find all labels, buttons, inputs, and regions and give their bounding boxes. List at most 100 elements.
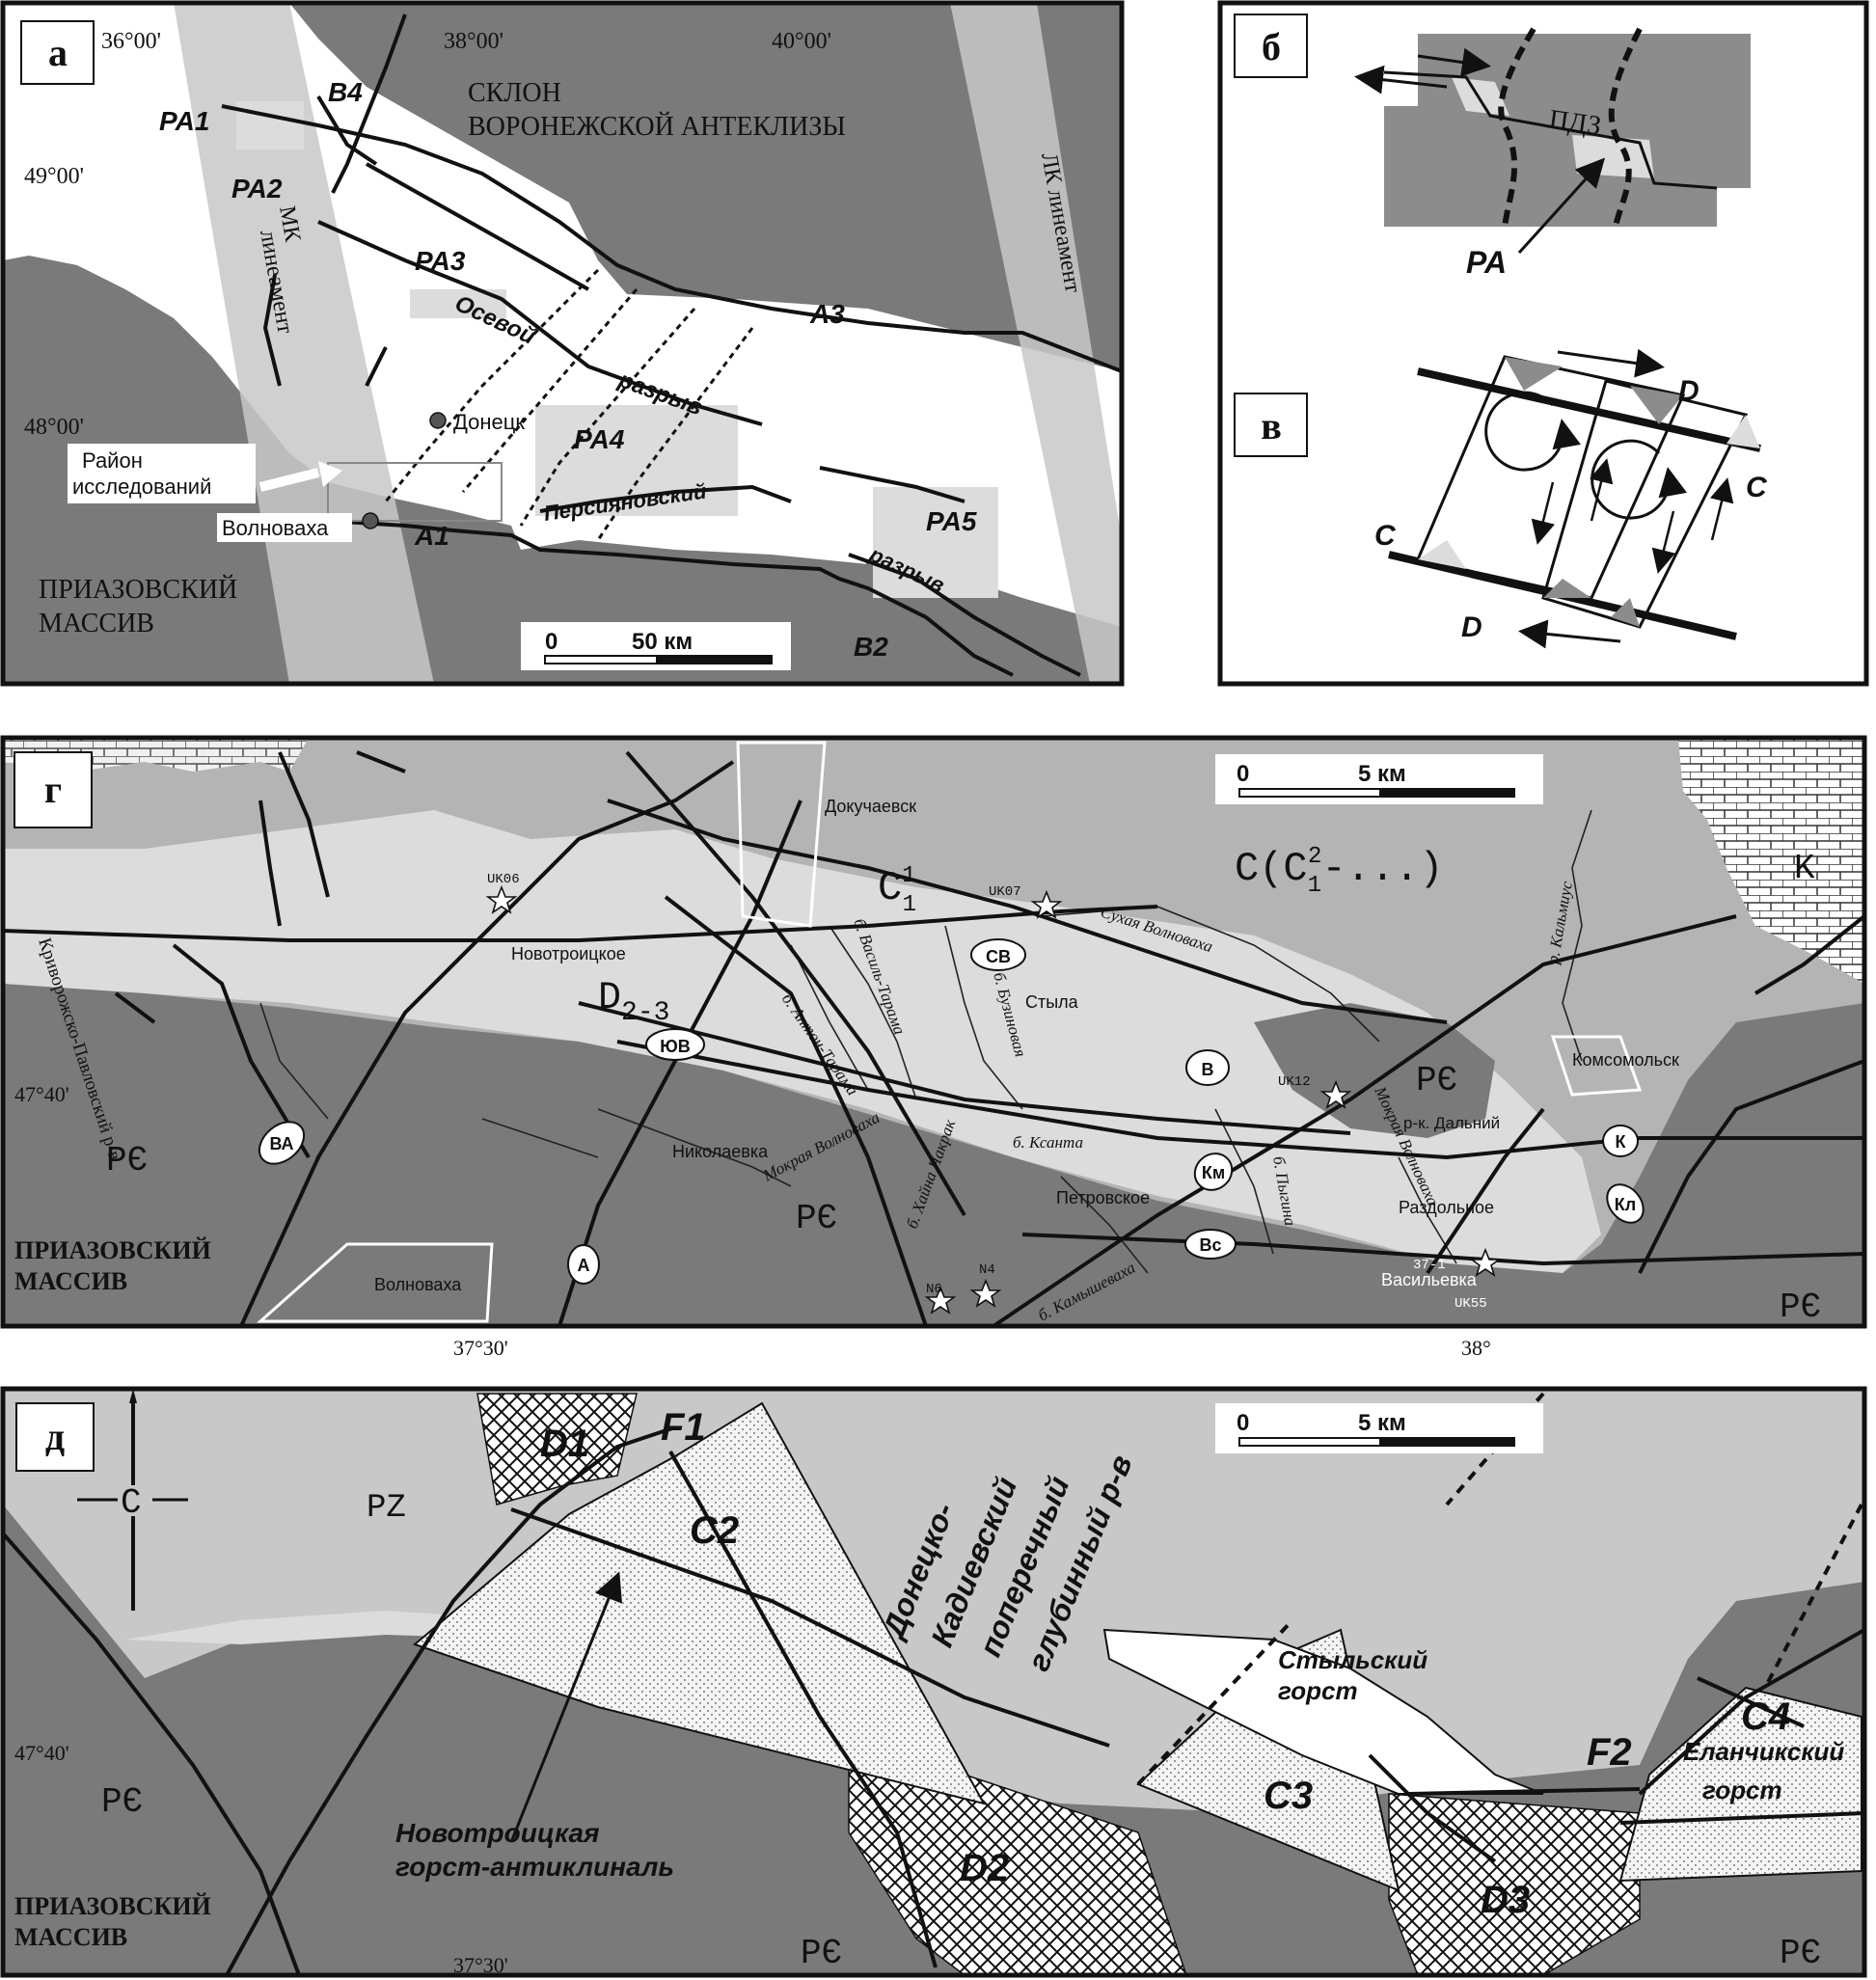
c2-block bbox=[413, 1401, 986, 1805]
a1-label: A1 bbox=[414, 521, 449, 551]
lat-48-label: 48°00' bbox=[24, 415, 84, 440]
pa5-label: PA5 bbox=[926, 506, 977, 536]
fault-a: А bbox=[578, 1256, 590, 1275]
scale-a-label: 50 км bbox=[632, 629, 693, 655]
donetsk-marker bbox=[429, 412, 447, 429]
panel-g-faults bbox=[2, 750, 1866, 1328]
scale-g-label: 5 км bbox=[1358, 761, 1406, 787]
well-markers bbox=[485, 884, 1502, 1315]
komsomolsk-outline bbox=[1550, 1035, 1643, 1097]
pdz-dashed-line-2 bbox=[1608, 27, 1643, 228]
town-styla: Стыла bbox=[1025, 992, 1079, 1012]
volnovakha-g-outline bbox=[257, 1242, 494, 1323]
study-area-label-2: исследований bbox=[72, 475, 211, 499]
fault-km: Км bbox=[1202, 1163, 1225, 1182]
priazov-g-label-2: МАССИВ bbox=[14, 1267, 127, 1295]
d-label-top: D bbox=[1678, 375, 1699, 407]
strat-pe-g-2: PЄ bbox=[796, 1199, 837, 1238]
elanchik-label-2: горст bbox=[1702, 1776, 1782, 1804]
pa5-zone bbox=[873, 487, 998, 598]
north-label: C bbox=[121, 1483, 142, 1523]
town-nikolaevka: Николаевка bbox=[672, 1142, 769, 1161]
block-c3-label: C3 bbox=[1264, 1775, 1313, 1817]
panel-b-letter: б bbox=[1262, 25, 1281, 68]
fault-kl: Кл bbox=[1615, 1195, 1636, 1214]
priazov-a-label-1: ПРИАЗОВСКИЙ bbox=[39, 575, 237, 605]
pa2-label: PA2 bbox=[231, 174, 283, 203]
rotation-arrow-1 bbox=[1484, 391, 1582, 472]
panel-d-letter: д bbox=[45, 1415, 65, 1458]
fault-sv: СВ bbox=[986, 947, 1011, 966]
well-uk06: UK06 bbox=[487, 872, 520, 887]
c4-block bbox=[1618, 1686, 1862, 1883]
block-d1-label: D1 bbox=[540, 1423, 589, 1465]
town-vasilevka: Васильевка bbox=[1381, 1270, 1478, 1289]
strat-pe-g-1: PЄ bbox=[106, 1141, 148, 1180]
lat-g-label: 47°40' bbox=[14, 1082, 69, 1106]
strat-pe-g-4: PЄ bbox=[1780, 1288, 1821, 1327]
strat-pe-d-3: PЄ bbox=[1780, 1934, 1821, 1973]
panel-g-frame bbox=[0, 735, 1867, 1329]
study-area-label-1: Район bbox=[82, 448, 143, 473]
a1-fault bbox=[259, 514, 1014, 677]
pa1-label: PA1 bbox=[159, 106, 209, 136]
town-razdolnoe: Раздольное bbox=[1399, 1198, 1494, 1217]
panel-b-v-frame bbox=[1217, 0, 1869, 687]
lat-49-label: 49°00' bbox=[24, 164, 84, 189]
block-c4-label: C4 bbox=[1741, 1695, 1790, 1738]
b2-label: B2 bbox=[854, 632, 888, 662]
river-ksanta: б. Ксанта bbox=[1013, 1133, 1083, 1152]
a3-label: A3 bbox=[809, 299, 845, 329]
pe-zone bbox=[3, 984, 1864, 1326]
lk-lineament-band bbox=[950, 3, 1122, 684]
pa-diagram-label: PA bbox=[1466, 245, 1507, 280]
pe-inlier bbox=[1254, 1003, 1495, 1138]
strat-d23: D2-3 bbox=[598, 977, 669, 1028]
k-brick-zone bbox=[1678, 738, 1864, 984]
lon-g-label-2: 38° bbox=[1461, 1336, 1491, 1360]
priazov-d-label-2: МАССИВ bbox=[14, 1923, 127, 1951]
town-komsomolsk: Комсомольск bbox=[1572, 1050, 1679, 1070]
novotroitsk-label-1: Новотроицкая bbox=[395, 1818, 600, 1848]
block-d3-label: D3 bbox=[1481, 1879, 1530, 1921]
elanchik-label-1: Еланчикский bbox=[1683, 1737, 1844, 1766]
strat-pe-d-2: PЄ bbox=[801, 1934, 842, 1973]
a3-fault bbox=[221, 104, 1123, 373]
well-n6: N6 bbox=[926, 1282, 942, 1297]
pdz-label: ПДЗ bbox=[1547, 104, 1603, 141]
well-uk55: UK55 bbox=[1455, 1296, 1487, 1312]
c-label-left: C bbox=[1374, 520, 1397, 552]
panel-a-letter: а bbox=[48, 31, 68, 74]
fault-yuv: ЮВ bbox=[660, 1037, 691, 1056]
block-d2-label: D2 bbox=[960, 1847, 1009, 1889]
panel-a-frame bbox=[0, 0, 1125, 687]
well-37-1: 37-1 bbox=[1413, 1258, 1446, 1273]
voronezh-slope-area bbox=[164, 3, 1122, 371]
panel-a-faults bbox=[221, 14, 1123, 677]
donetsk-label: Донецк bbox=[453, 410, 525, 434]
dokuchaevsk-outline bbox=[736, 741, 827, 928]
panel-d-map: д 0 5 км C PZ PЄ PЄ PЄ D1 F1 C2 D2 C3 D3… bbox=[0, 1386, 1867, 1978]
lon-36-label: 36°00' bbox=[101, 29, 161, 54]
c-label-right: C bbox=[1746, 472, 1768, 503]
lon-40-label: 40°00' bbox=[772, 29, 831, 54]
panel-g-map: г 0 5 км Докучаевск Новотроицкое Стыла К… bbox=[0, 735, 1867, 1329]
fault-va: ВА bbox=[269, 1134, 293, 1153]
panel-d-faults bbox=[1, 1425, 1865, 1976]
stylsky-label-2: горст bbox=[1278, 1676, 1358, 1705]
lat-d-label: 47°40' bbox=[14, 1741, 69, 1765]
volnovakha-marker bbox=[362, 512, 379, 529]
pz-label: PZ bbox=[367, 1490, 406, 1527]
novotroitsk-label-2: горст-антиклиналь bbox=[395, 1852, 674, 1882]
d-label-bottom: D bbox=[1461, 611, 1482, 643]
stylsky-label-1: Стыльский bbox=[1278, 1645, 1427, 1674]
scale-d-label: 5 км bbox=[1358, 1410, 1406, 1436]
priazov-d-label-1: ПРИАЗОВСКИЙ bbox=[14, 1892, 211, 1920]
d23-zone bbox=[3, 810, 1601, 1273]
well-uk07: UK07 bbox=[989, 884, 1021, 900]
pdz-dashed-line-1 bbox=[1498, 27, 1536, 228]
stylsky-block bbox=[1102, 1628, 1544, 1795]
b4-label: B4 bbox=[328, 77, 363, 107]
town-volnovakha-g: Волноваха bbox=[374, 1275, 462, 1294]
panel-d-letter-box bbox=[15, 1402, 95, 1472]
